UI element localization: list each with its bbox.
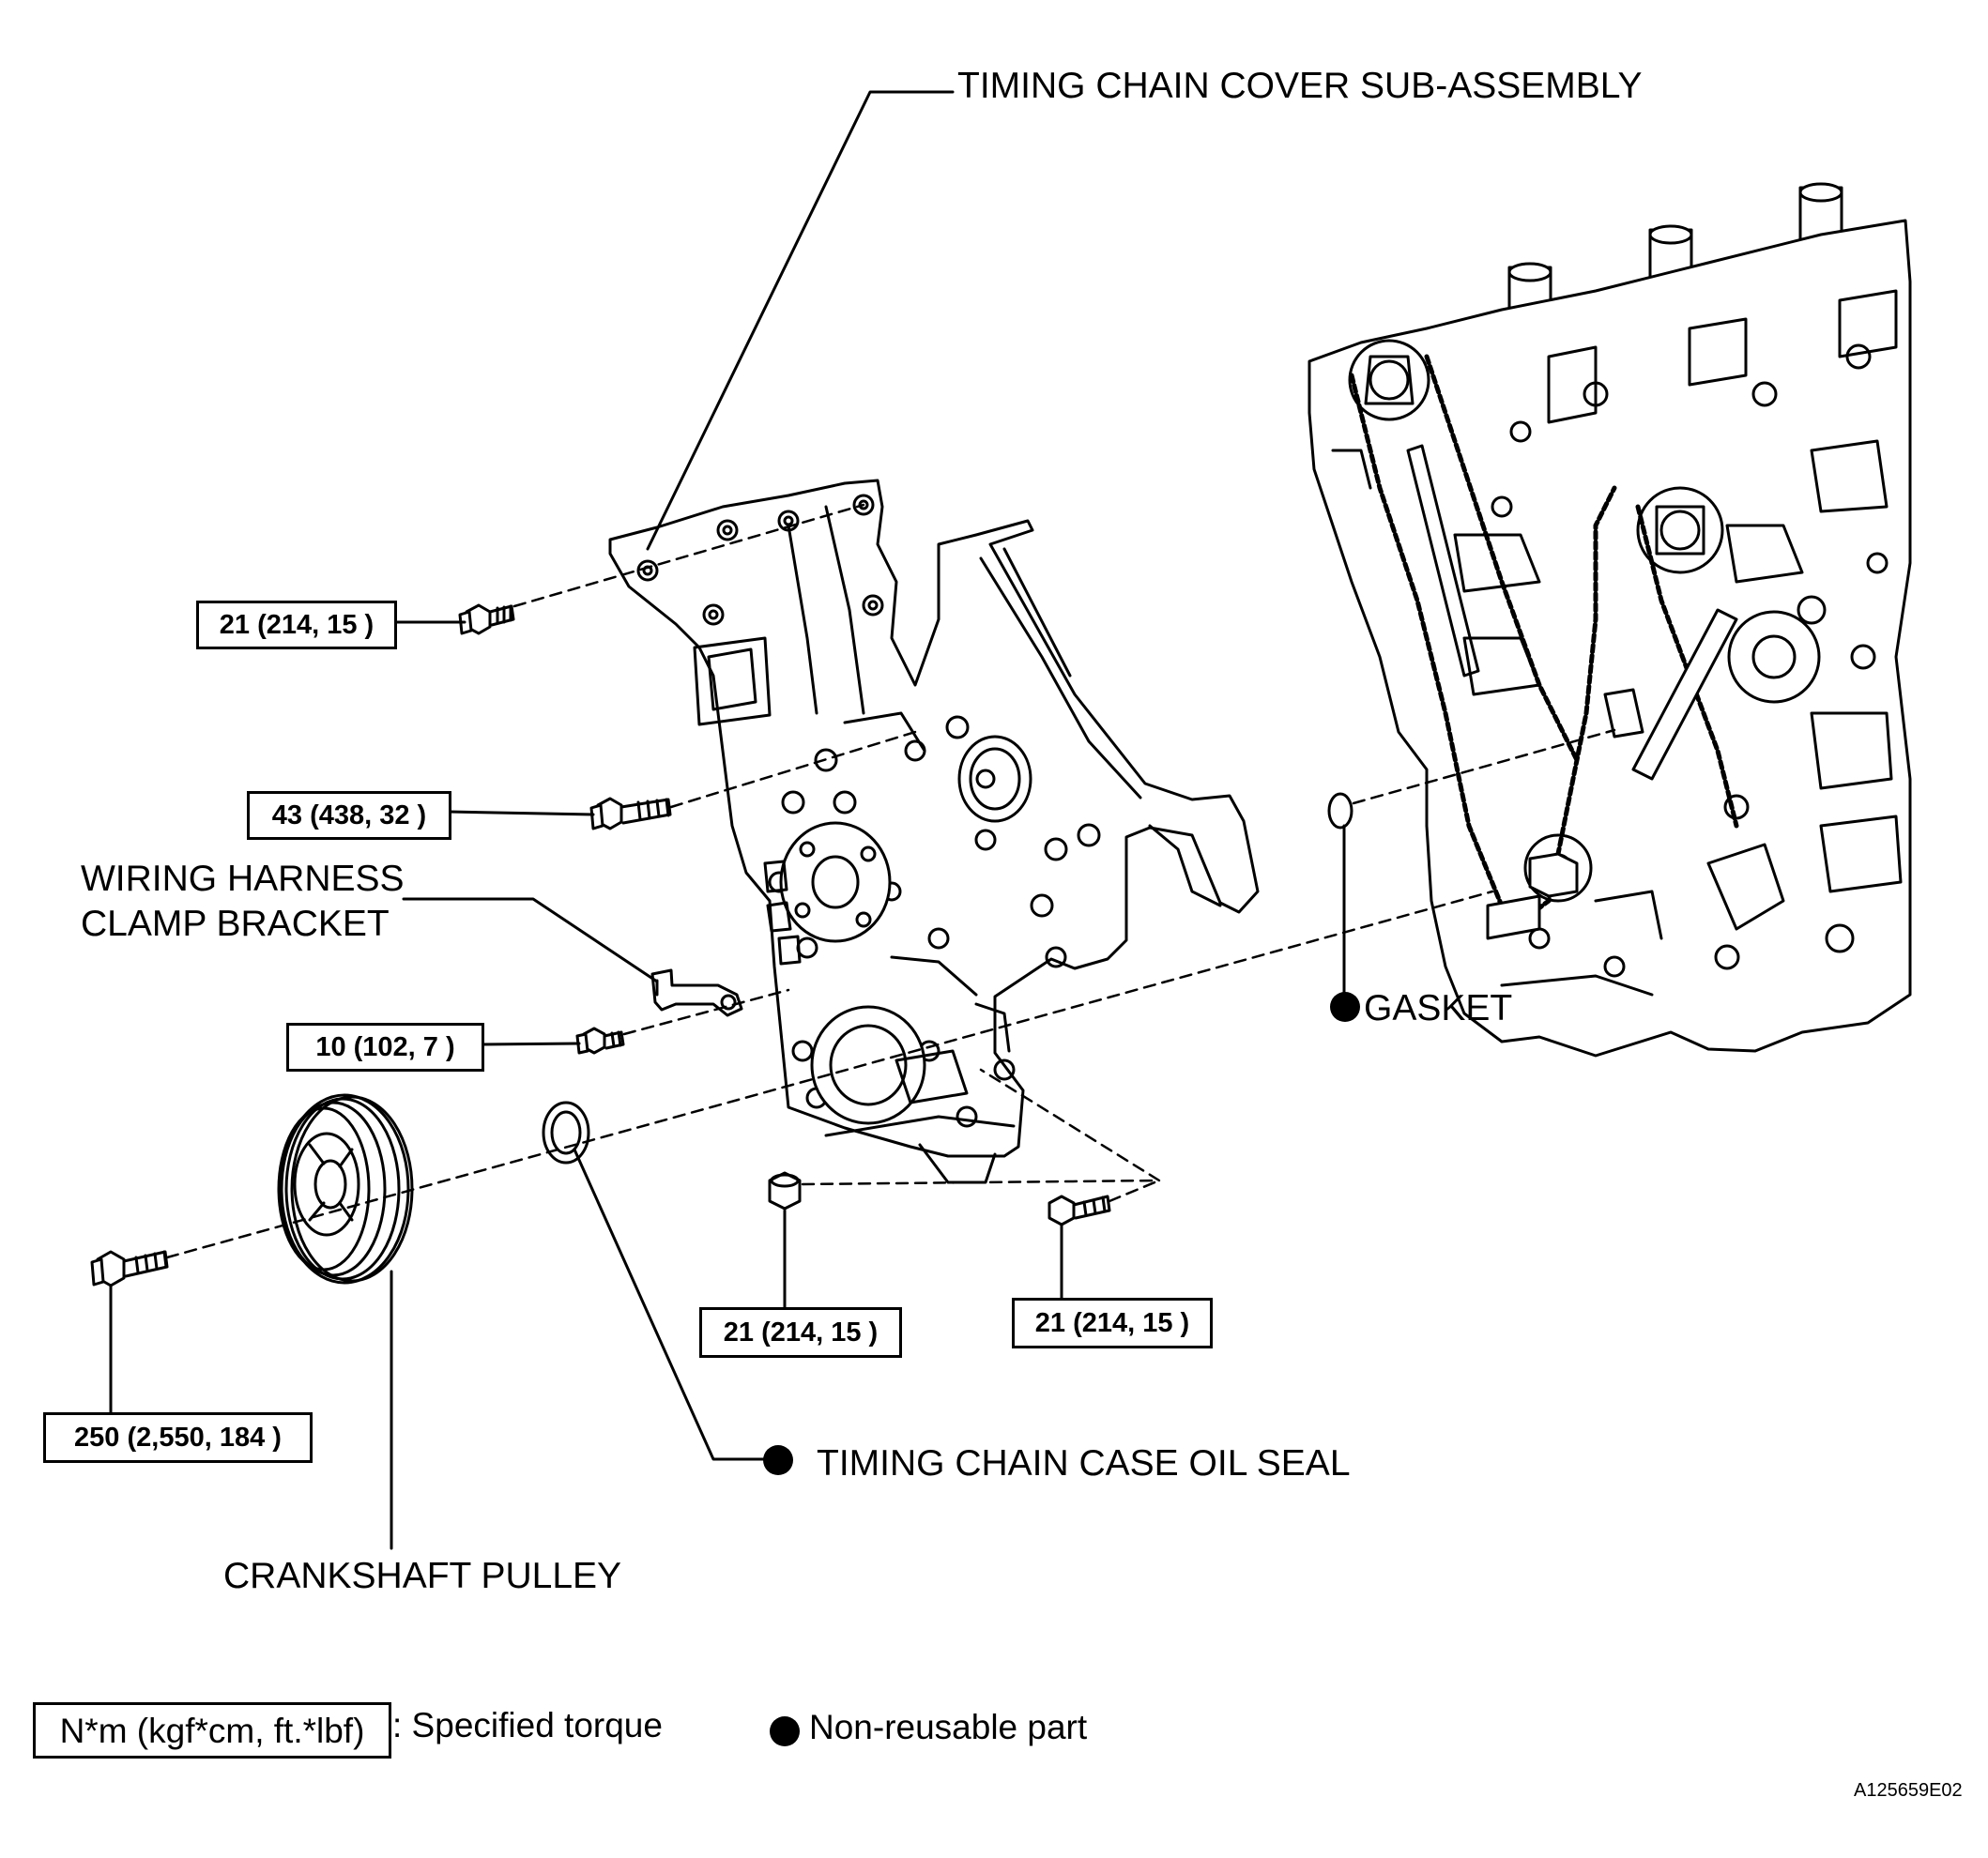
legend-non-reusable-dot: [770, 1716, 800, 1746]
wiring-harness-bracket-label-line2: CLAMP BRACKET: [81, 904, 390, 944]
crankshaft-pulley-drawing: [277, 1093, 414, 1285]
oil-seal-drawing: [542, 1101, 590, 1165]
bracket-bolt-drawing: [575, 1027, 625, 1055]
assembly-lines: [165, 503, 1616, 1259]
wiring-harness-bracket-label-line1: WIRING HARNESS: [81, 859, 405, 899]
gasket-label: GASKET: [1364, 988, 1513, 1028]
oil-seal-label: TIMING CHAIN CASE OIL SEAL: [817, 1443, 1351, 1484]
crankshaft-pulley-label: CRANKSHAFT PULLEY: [223, 1556, 622, 1596]
legend-non-reusable: Non-reusable part: [809, 1708, 1088, 1746]
gasket-non-reusable-dot: [1330, 992, 1360, 1022]
legend-torque-unit-box: N*m (kgf*cm, ft.*lbf): [33, 1702, 391, 1759]
figure-id: A125659E02: [1854, 1780, 1963, 1801]
engine-block-drawing: [1307, 182, 1912, 1058]
torque-bracket-bolt: 10 (102, 7 ): [286, 1023, 484, 1072]
oil-seal-non-reusable-dot: [763, 1445, 793, 1475]
torque-middle-cover-bolt: 43 (438, 32 ): [247, 791, 451, 840]
timing-chain-cover-drawing: [608, 479, 1260, 1184]
lower-nut-drawing: [768, 1171, 802, 1211]
leader-lines: [109, 90, 1346, 1550]
lower-stud-bolt-drawing: [1048, 1195, 1111, 1226]
torque-lower-stud-bolt: 21 (214, 15 ): [1012, 1298, 1213, 1348]
gasket-drawing: [1327, 792, 1353, 830]
pulley-bolt-drawing: [90, 1250, 169, 1287]
legend-torque-desc: : Specified torque: [392, 1706, 663, 1744]
timing-chain-cover-label: TIMING CHAIN COVER SUB-ASSEMBLY: [957, 66, 1643, 106]
upper-cover-bolt-drawing: [458, 603, 515, 635]
torque-pulley-bolt: 250 (2,550, 184 ): [43, 1412, 313, 1463]
middle-cover-bolt-drawing: [589, 797, 672, 830]
torque-lower-nut: 21 (214, 15 ): [699, 1307, 902, 1358]
torque-upper-cover-bolt: 21 (214, 15 ): [196, 601, 397, 649]
wiring-harness-bracket-drawing: [650, 968, 743, 1017]
